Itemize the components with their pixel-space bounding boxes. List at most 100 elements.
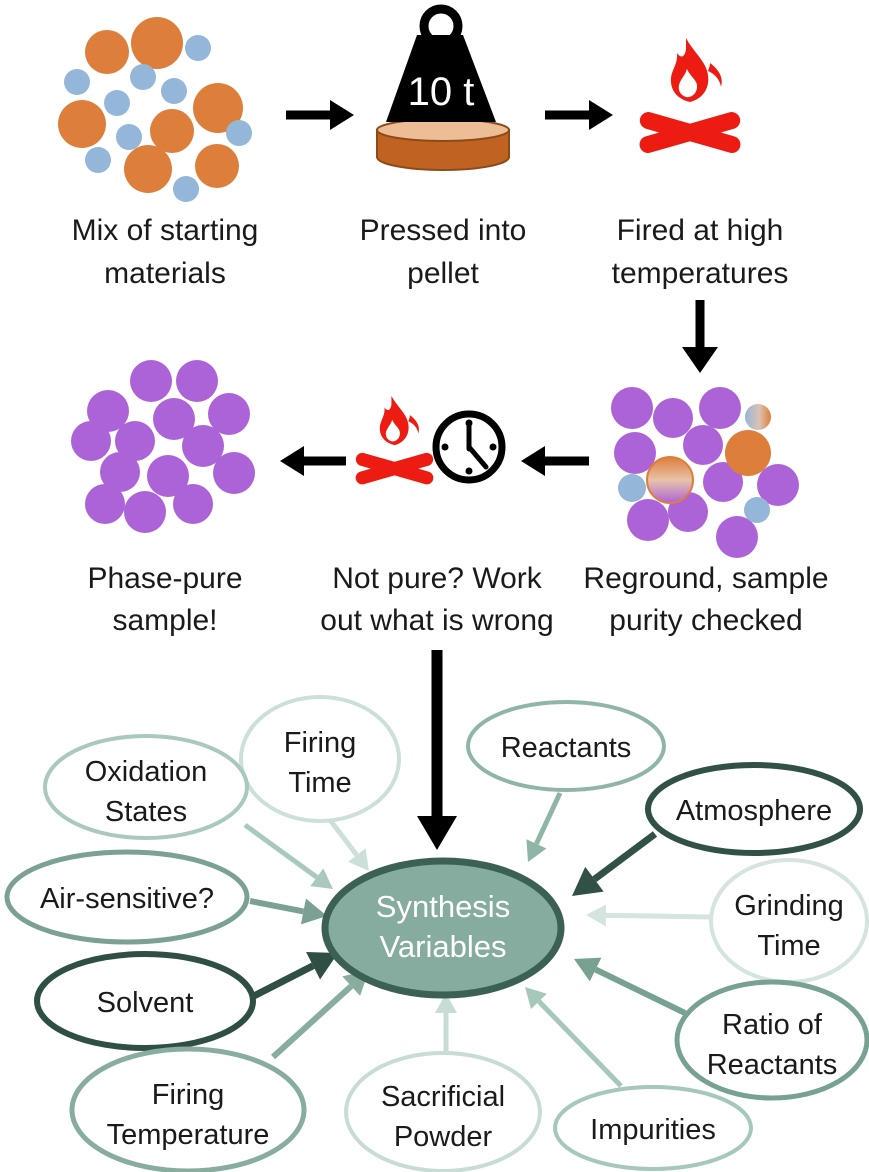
node-firing-temperature: Firing Temperature: [69, 1046, 307, 1172]
blue-particles: [618, 474, 770, 523]
arrow-solvent-head: [306, 952, 338, 980]
node-label: Time: [757, 930, 820, 962]
particle: [104, 90, 130, 116]
arrow-impurities: [537, 999, 623, 1088]
step-label: materials: [104, 257, 226, 290]
arrow-grinding-time: [605, 912, 711, 920]
purple-particles: [611, 387, 799, 558]
particle: [653, 398, 693, 438]
particle: [226, 120, 252, 146]
fire-icon: [637, 38, 743, 156]
arrow-air-sensitive: [249, 898, 305, 915]
particle: [64, 69, 90, 95]
particle: [85, 30, 129, 74]
particle: [71, 421, 111, 461]
step-label: Phase-pure: [87, 562, 242, 595]
purple-particles: [71, 360, 255, 533]
arrow-oxidation-states: [243, 822, 319, 880]
particle: [131, 17, 183, 69]
particle: [193, 83, 243, 133]
impurity-particle: [725, 430, 771, 476]
particle: [124, 145, 172, 193]
particle: [614, 432, 656, 474]
particle: [161, 78, 187, 104]
node-label: Oxidation: [85, 756, 208, 788]
arrow-left-icon-head: [521, 446, 545, 476]
particle: [124, 491, 166, 533]
particle: [150, 109, 194, 153]
particle: [213, 452, 255, 494]
arrow-reactants-head: [526, 839, 547, 862]
node-atmosphere: Atmosphere: [645, 762, 863, 856]
node-impurities: Impurities: [553, 1085, 753, 1171]
reground-cluster: Reground, sample purity checked: [583, 387, 829, 637]
step-label: Pressed into: [360, 214, 527, 247]
firing-step: Fired at high temperatures: [612, 38, 789, 290]
particle: [176, 360, 218, 402]
particle: [85, 484, 125, 524]
step-label: Mix of starting: [72, 214, 259, 247]
arrow-impurities-head: [525, 987, 547, 1010]
node-label: States: [105, 796, 187, 828]
node-label: Temperature: [107, 1119, 270, 1151]
particle: [627, 499, 669, 541]
arrow-down-big-icon-head: [417, 816, 457, 850]
step-label: pellet: [407, 257, 479, 290]
arrow-reactants: [534, 791, 563, 845]
arrow-firing-temperature: [270, 983, 354, 1060]
particle: [130, 360, 172, 402]
arrow-firing-time-head: [348, 848, 369, 871]
node-ratio-of-reactants: Ratio of Reactants: [674, 979, 869, 1101]
weight-value: 10 t: [408, 70, 475, 114]
particle: [699, 387, 741, 429]
step-label: purity checked: [609, 604, 802, 637]
step-label: Reground, sample: [583, 562, 828, 595]
node-sacrificial-powder: Sacrificial Powder: [344, 1051, 542, 1172]
center-label: Variables: [380, 929, 507, 964]
node-label: Air-sensitive?: [40, 883, 214, 915]
step-label: temperatures: [612, 257, 789, 290]
particle: [85, 147, 111, 173]
particle: [683, 425, 723, 465]
arrow-oxidation-states-head: [310, 868, 333, 889]
arrow-air-sensitive-head: [300, 898, 327, 925]
press-step: 10 t Pressed into pellet: [360, 4, 527, 290]
node-label: Grinding: [734, 890, 844, 922]
particle: [185, 35, 211, 61]
particle: [153, 398, 195, 440]
particle: [744, 497, 770, 523]
node-grinding-time: Grinding Time: [709, 858, 869, 984]
particle: [100, 452, 140, 492]
node-label: Reactants: [501, 732, 632, 764]
fire-icon: [354, 395, 435, 486]
weight-icon: 10 t: [386, 4, 496, 122]
node-label: Solvent: [97, 987, 194, 1019]
particle: [208, 393, 250, 435]
clock-icon: [432, 410, 506, 484]
center-label: Synthesis: [376, 889, 510, 924]
particle: [618, 474, 646, 502]
arrow-sacrificial-powder-head: [435, 993, 457, 1013]
arrow-atmosphere: [592, 831, 658, 883]
node-label: Impurities: [590, 1114, 716, 1146]
arrow-right-icon-head: [330, 100, 354, 130]
blue-particles: [64, 35, 252, 202]
particle: [716, 516, 758, 558]
particle: [58, 100, 106, 148]
particle: [611, 387, 653, 429]
particle: [173, 176, 199, 202]
particle: [195, 144, 239, 188]
node-label: Firing: [284, 727, 357, 759]
mindmap-center-node: Synthesis Variables: [321, 857, 565, 999]
particle: [703, 462, 743, 502]
node-label: Time: [288, 767, 351, 799]
mindmap-nodes: Firing Time Oxidation States Reactants A…: [4, 695, 869, 1172]
node-label: Firing: [152, 1079, 225, 1111]
step-label: Not pure? Work: [332, 562, 543, 595]
arrow-ratio-of-reactants: [594, 966, 687, 1016]
node-oxidation-states: Oxidation States: [43, 734, 249, 840]
particle: [116, 124, 142, 150]
particle: [147, 455, 189, 497]
node-label: Powder: [394, 1121, 493, 1153]
